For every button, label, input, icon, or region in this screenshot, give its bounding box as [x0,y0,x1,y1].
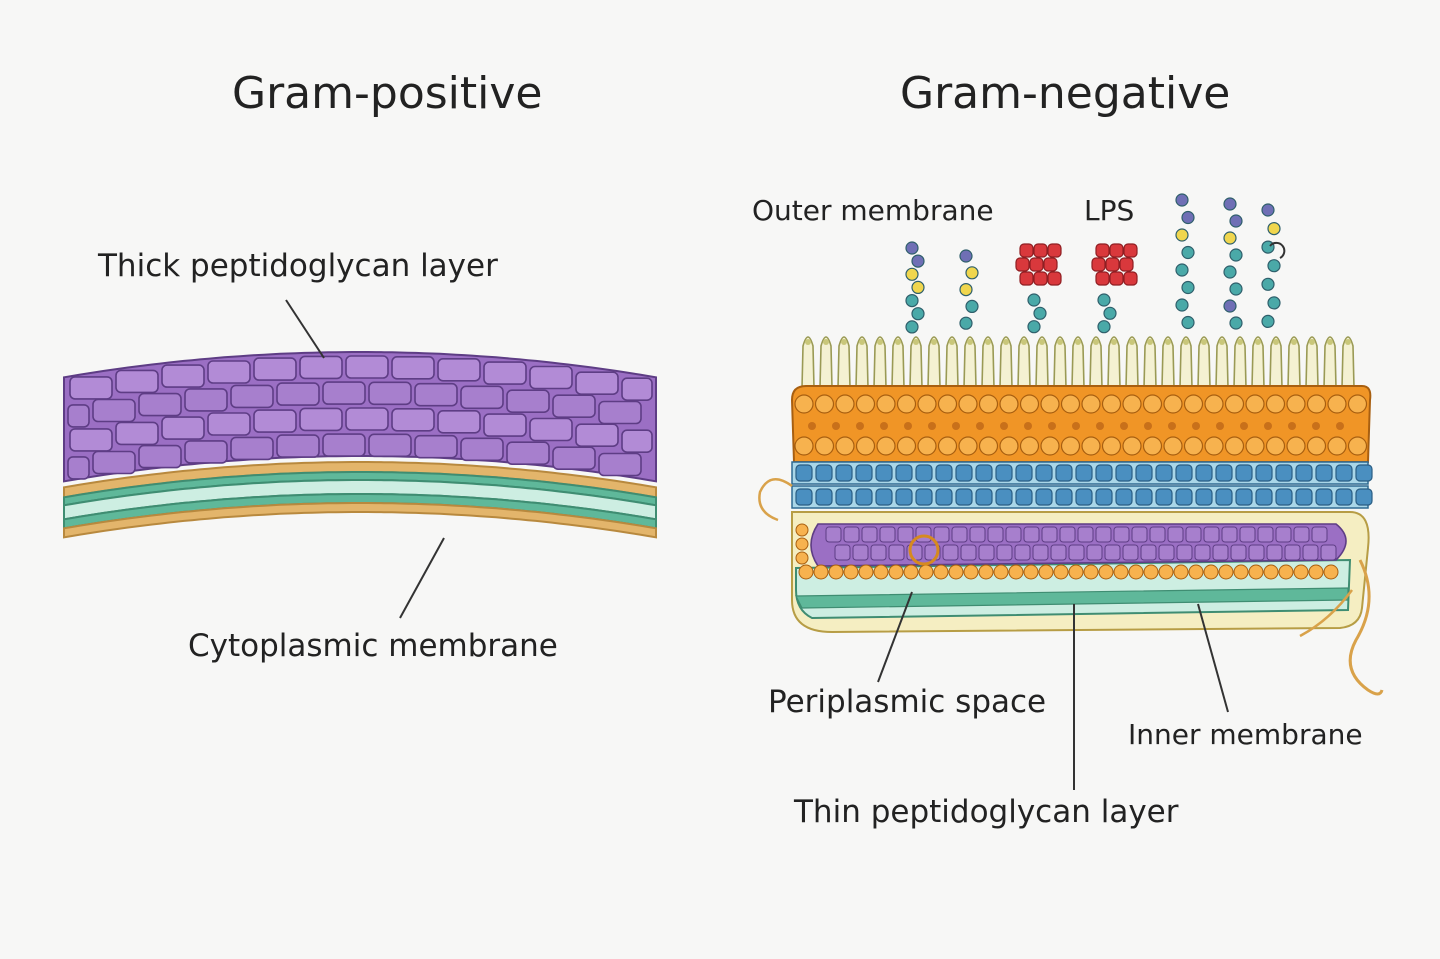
thick-peptidoglycan-shape [63,351,657,483]
outer-membrane-shape [790,385,1372,463]
lps-label: LPS [1084,194,1135,227]
gram-negative-title: Gram-negative [900,68,1231,119]
cytoplasmic-membrane-label: Cytoplasmic membrane [188,628,558,664]
outer-membrane-label: Outer membrane [752,194,994,227]
gram-negative-leaders [877,591,1229,790]
periplasmic-protein-bands [791,461,1373,509]
gram-positive-title: Gram-positive [232,68,543,119]
thin-peptidoglycan-label: Thin peptidoglycan layer [794,794,1179,830]
periplasmic-space-label: Periplasmic space [768,684,1047,720]
lps-chains [905,193,1286,334]
membrane-strands [758,478,1384,696]
lps-clusters [1015,243,1138,286]
gram-positive-leaders [285,299,445,619]
inner-membrane-label: Inner membrane [1128,718,1363,751]
thick-peptidoglycan-label: Thick peptidoglycan layer [98,248,498,284]
thin-peptidoglycan-shape [795,523,1347,580]
outer-membrane-lipids [801,336,1355,389]
cytoplasmic-membrane-shape [63,461,657,539]
